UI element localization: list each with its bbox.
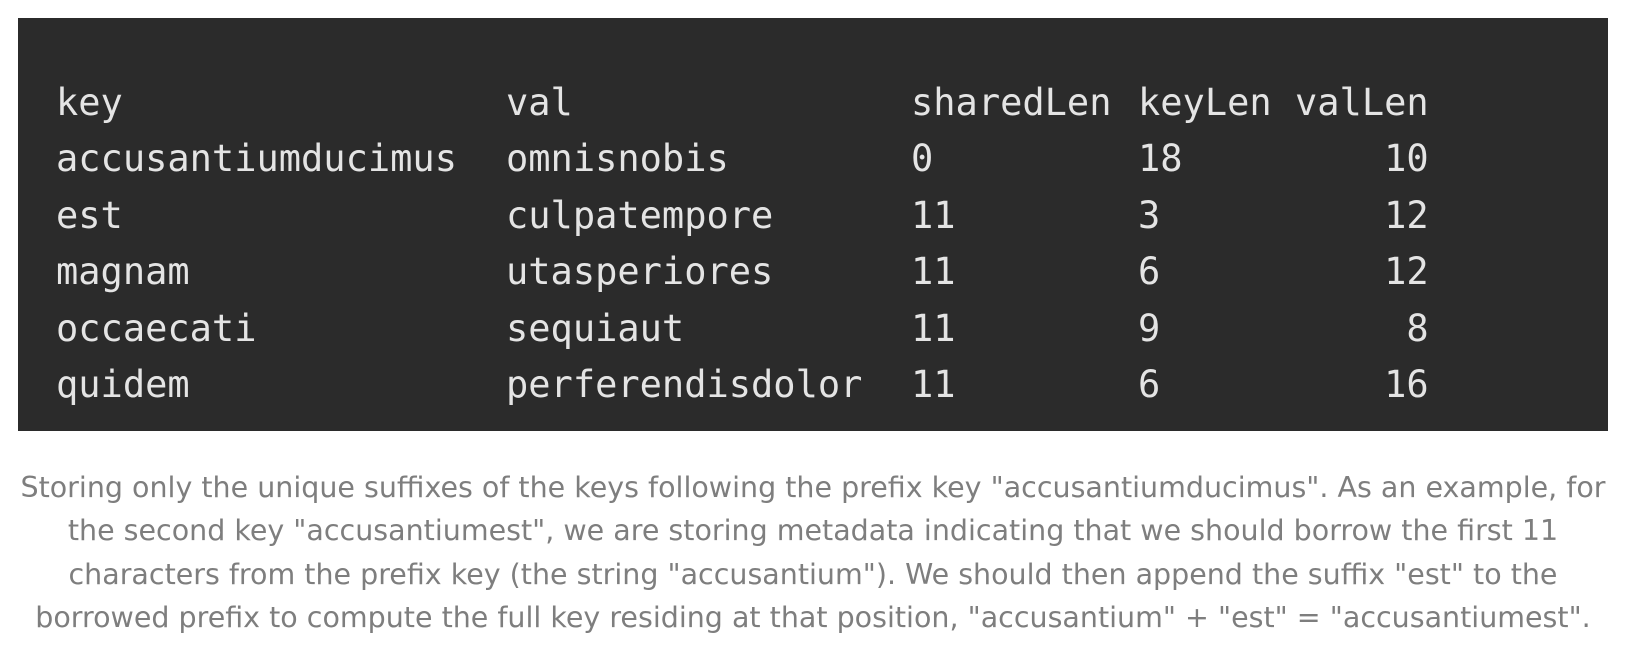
- cell-keylen: 9: [1138, 306, 1161, 350]
- column-header-val: val: [506, 80, 573, 124]
- column-header-vallen: valLen: [1295, 80, 1429, 124]
- cell-sharedlen: 11: [911, 193, 956, 237]
- cell-vallen: 8: [1406, 306, 1429, 350]
- cell-sharedlen: 0: [911, 137, 934, 181]
- cell-key: est: [56, 193, 123, 237]
- cell-key: quidem: [56, 363, 190, 407]
- cell-vallen: 12: [1384, 250, 1429, 294]
- cell-val: culpatempore: [506, 193, 774, 237]
- table-row: occaecati sequiaut 11 9 8: [56, 300, 1429, 357]
- cell-val: omnisnobis: [506, 137, 729, 181]
- cell-vallen: 16: [1384, 363, 1429, 407]
- cell-key: occaecati: [56, 306, 257, 350]
- cell-keylen: 6: [1138, 250, 1161, 294]
- cell-keylen: 3: [1138, 193, 1161, 237]
- cell-keylen: 18: [1138, 137, 1183, 181]
- cell-vallen: 12: [1384, 193, 1429, 237]
- cell-sharedlen: 11: [911, 250, 956, 294]
- column-header-keylen: keyLen: [1138, 80, 1272, 124]
- cell-val: sequiaut: [506, 306, 685, 350]
- table-header-row: key val sharedLen keyLen valLen: [56, 74, 1429, 131]
- key-value-table: key val sharedLen keyLen valLen accusant…: [56, 74, 1429, 413]
- column-header-sharedlen: sharedLen: [911, 80, 1112, 124]
- code-block: key val sharedLen keyLen valLen accusant…: [18, 18, 1608, 431]
- cell-sharedlen: 11: [911, 306, 956, 350]
- cell-vallen: 10: [1384, 137, 1429, 181]
- cell-val: utasperiores: [506, 250, 774, 294]
- cell-sharedlen: 11: [911, 363, 956, 407]
- table-row: accusantiumducimus omnisnobis 0 18 10: [56, 131, 1429, 188]
- cell-key: magnam: [56, 250, 190, 294]
- column-header-key: key: [56, 80, 123, 124]
- table-row: est culpatempore 11 3 12: [56, 187, 1429, 244]
- cell-key: accusantiumducimus: [56, 137, 457, 181]
- figure-caption: Storing only the unique suffixes of the …: [20, 471, 1606, 634]
- cell-val: perferendisdolor: [506, 363, 863, 407]
- table-row: magnam utasperiores 11 6 12: [56, 244, 1429, 301]
- cell-keylen: 6: [1138, 363, 1161, 407]
- table-row: quidem perferendisdolor 11 6 16: [56, 357, 1429, 414]
